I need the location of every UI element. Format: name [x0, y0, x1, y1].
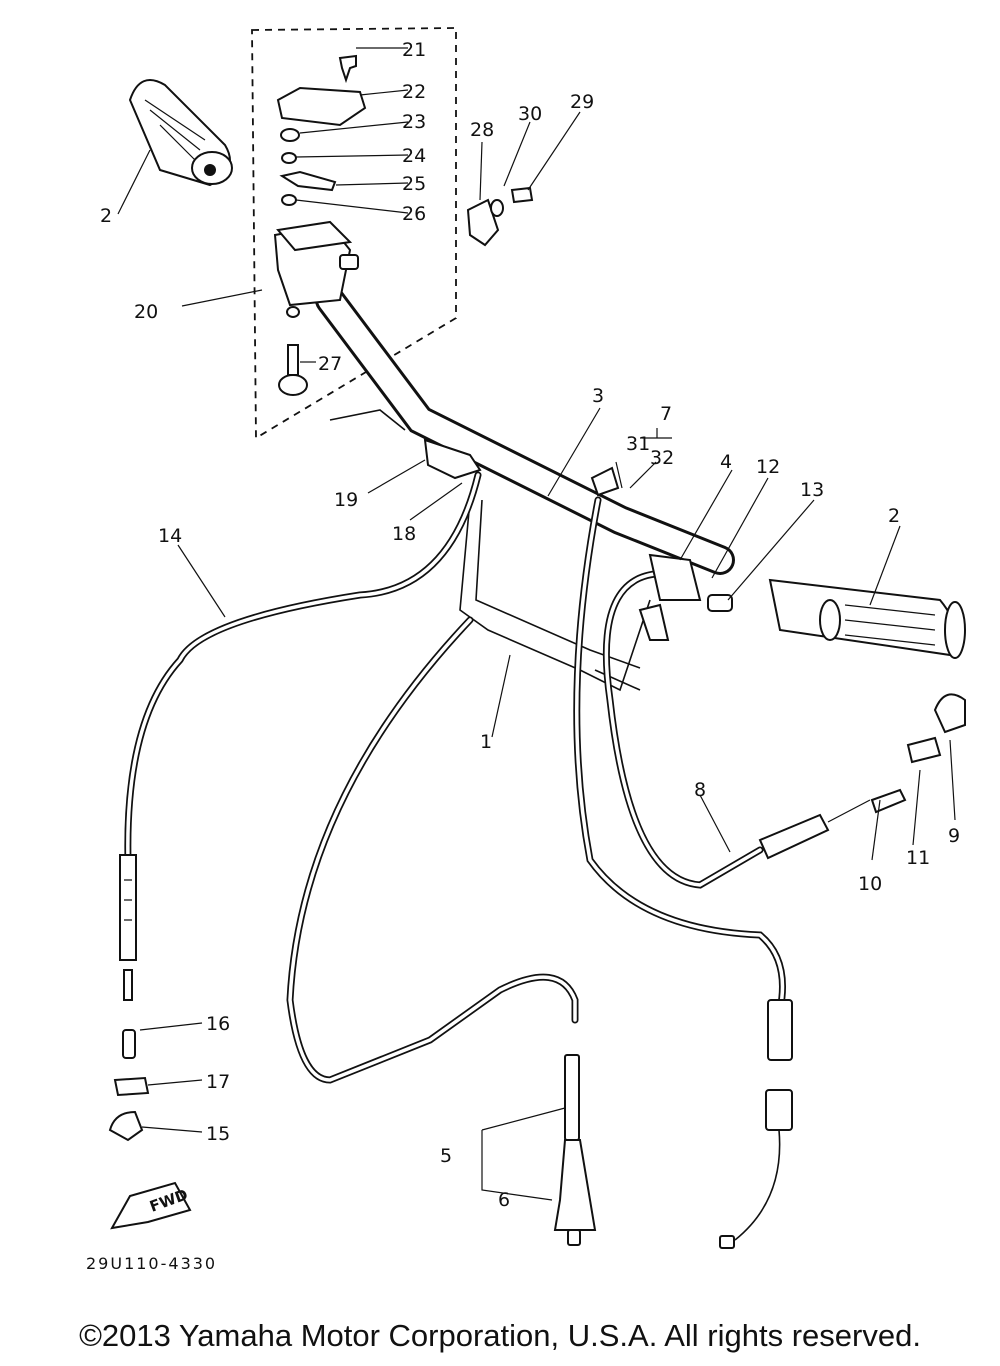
handlebar: [315, 285, 735, 692]
left-grip: [128, 79, 233, 187]
cable-8: [602, 570, 871, 889]
callout-10: 10: [858, 873, 882, 895]
leader-lines: [117, 47, 956, 1201]
callout-19: 19: [334, 489, 358, 511]
callout-29: 29: [570, 91, 594, 113]
callout-23: 23: [402, 111, 426, 133]
callout-30: 30: [518, 103, 542, 125]
callout-16: 16: [206, 1013, 230, 1035]
parts-diagram: FWD 122345678910111213141516171819202122…: [100, 27, 966, 1249]
callout-25: 25: [402, 173, 426, 195]
callout-9: 9: [948, 825, 960, 847]
cable-5: [286, 616, 597, 1246]
callout-5: 5: [440, 1145, 452, 1167]
callout-8: 8: [694, 779, 706, 801]
callout-31: 31: [626, 433, 650, 455]
callout-27: 27: [318, 353, 342, 375]
right-grip: [768, 578, 966, 659]
cable-14: [119, 471, 482, 1001]
choke-lever: [590, 466, 620, 497]
callout-21: 21: [402, 39, 426, 61]
callout-18: 18: [392, 523, 416, 545]
lever-mount: [329, 409, 482, 480]
callout-14: 14: [158, 525, 182, 547]
callout-28: 28: [470, 119, 494, 141]
callout-layer: 1223456789101112131415161718192021222324…: [100, 39, 960, 1211]
callout-26: 26: [402, 203, 426, 225]
callout-12: 12: [756, 456, 780, 478]
adjuster-parts-left: [108, 1029, 150, 1142]
throttle-housing: [273, 220, 359, 307]
callout-32: 32: [650, 447, 674, 469]
callout-2: 2: [888, 505, 900, 527]
callout-11: 11: [906, 847, 930, 869]
callout-6: 6: [498, 1189, 510, 1211]
fwd-arrow: FWD: [110, 1181, 192, 1230]
callout-24: 24: [402, 145, 426, 167]
callout-3: 3: [592, 385, 604, 407]
callout-17: 17: [206, 1071, 230, 1093]
callout-1: 1: [480, 731, 492, 753]
throttle-stop-screw: [278, 306, 308, 396]
callout-4: 4: [720, 451, 732, 473]
callout-7: 7: [660, 403, 672, 425]
cable-3: [573, 496, 793, 1249]
callout-20: 20: [134, 301, 158, 323]
adjuster-parts-right: [870, 693, 966, 814]
throttle-small-parts: [276, 54, 367, 206]
diagram-code: 29U110-4330: [86, 1254, 218, 1273]
throttle-assembly-box: [251, 27, 457, 440]
callout-22: 22: [402, 81, 426, 103]
clutch-lever-parts: [638, 553, 733, 641]
callout-15: 15: [206, 1123, 230, 1145]
copyright-notice: ©2013 Yamaha Motor Corporation, U.S.A. A…: [79, 1318, 921, 1353]
cable-clip-parts: [466, 186, 534, 247]
callout-2: 2: [100, 205, 112, 227]
callout-13: 13: [800, 479, 824, 501]
